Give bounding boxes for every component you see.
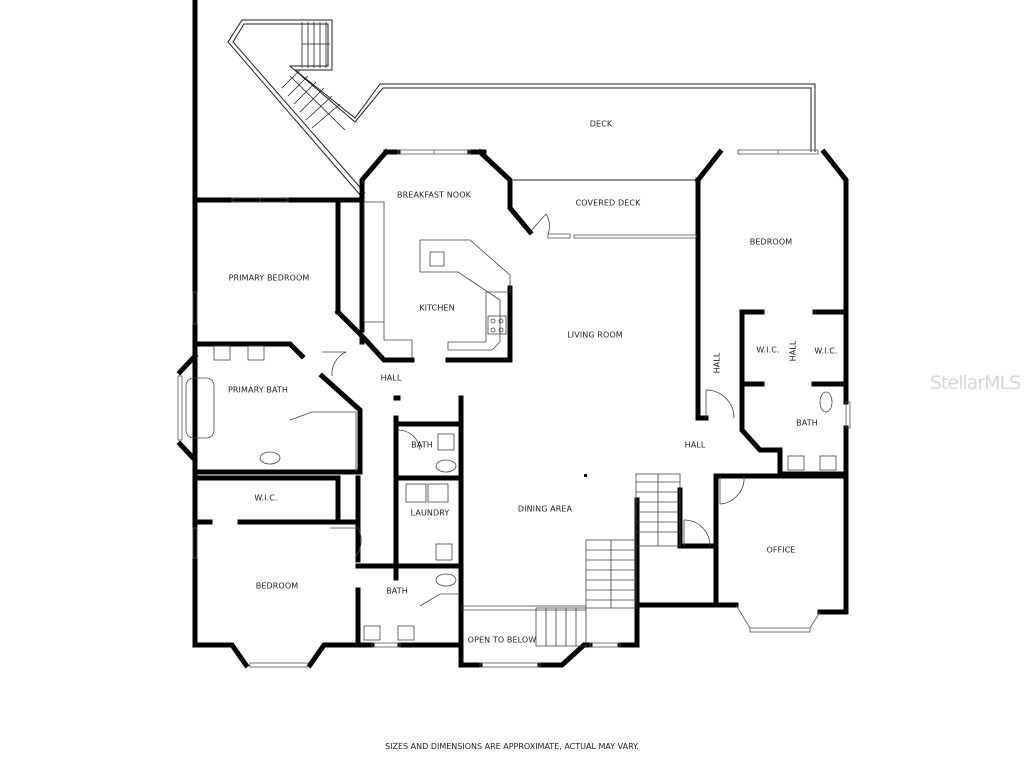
- walls: [176, 0, 849, 669]
- room-label-living-room: LIVING ROOM: [567, 330, 623, 340]
- room-label-primary-bedroom: PRIMARY BEDROOM: [228, 273, 310, 283]
- kitchen-fixtures: [363, 201, 511, 358]
- main-stairs: [461, 473, 681, 647]
- room-label-wic-east-2: W.I.C.: [814, 346, 838, 356]
- room-label-open-to-below: OPEN TO BELOW: [467, 635, 537, 645]
- room-label-covered-deck: COVERED DECK: [575, 198, 641, 208]
- room-label-hall-bedroom-vertical: HALL: [712, 352, 722, 374]
- room-label-hall-east-vertical: HALL: [788, 340, 798, 362]
- room-label-bedroom-east: BEDROOM: [749, 237, 793, 247]
- room-label-dining-area: DINING AREA: [517, 504, 573, 514]
- room-label-laundry: LAUNDRY: [410, 508, 450, 518]
- room-label-bath-south: BATH: [386, 586, 408, 596]
- room-label-breakfast-nook: BREAKFAST NOOK: [397, 190, 471, 200]
- bath-fixtures: [185, 345, 837, 641]
- watermark: StellarMLS: [929, 372, 1021, 394]
- room-label-office: OFFICE: [766, 545, 796, 555]
- room-label-deck: DECK: [589, 119, 613, 129]
- room-label-primary-bath: PRIMARY BATH: [227, 385, 289, 395]
- room-label-hall-east: HALL: [684, 440, 706, 450]
- windows: [177, 149, 851, 668]
- footer-note: SIZES AND DIMENSIONS ARE APPROXIMATE, AC…: [385, 742, 639, 751]
- room-label-bedroom-west: BEDROOM: [255, 581, 299, 591]
- room-label-wic-west: W.I.C.: [254, 493, 278, 503]
- doors: [322, 213, 745, 557]
- upper-stairs: [281, 22, 346, 131]
- room-label-kitchen: KITCHEN: [419, 303, 455, 313]
- room-label-wic-east-1: W.I.C.: [756, 345, 780, 355]
- room-label-hall-center: HALL: [380, 373, 402, 383]
- deck-outline: [227, 19, 816, 197]
- room-label-bath-east: BATH: [796, 418, 818, 428]
- room-label-bath-center: BATH: [411, 440, 433, 450]
